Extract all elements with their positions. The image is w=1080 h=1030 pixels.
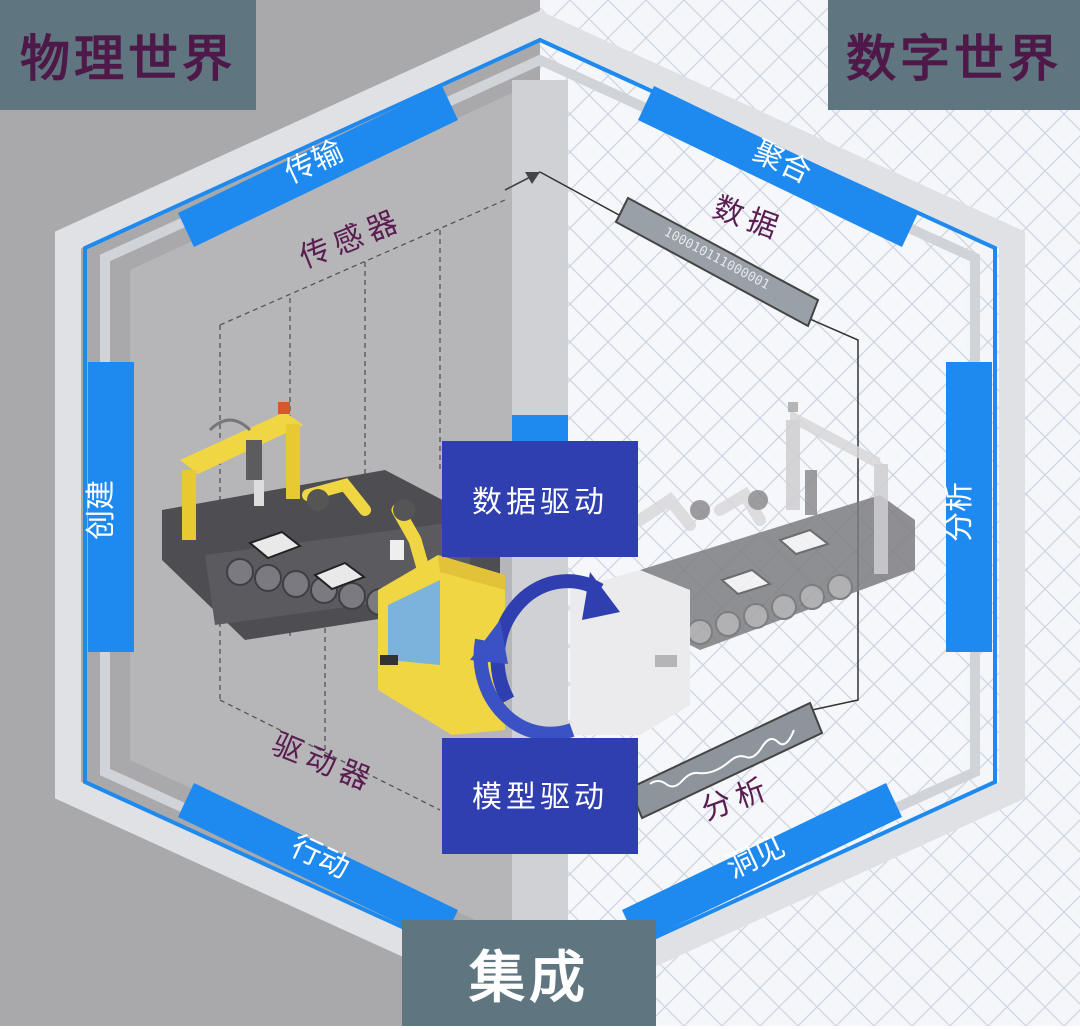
integration-title: 集成 [402,920,656,1026]
edge-bar-create: 创建 [84,362,134,652]
arrow-head-icon [525,172,540,184]
model-driven-box: 模型驱动 [442,738,638,854]
digital-conveyor [640,495,915,650]
edge-bar-analyze: 分析 [942,362,992,652]
digital-robot-arm [634,486,768,531]
data-driven-box: 数据驱动 [442,441,638,557]
model-driven-label: 模型驱动 [472,780,608,815]
central-divider-accent [512,415,568,445]
digital-robot-gantry [786,402,888,574]
edge-bar-action: 行动 [178,783,458,944]
data-driven-label: 数据驱动 [472,485,608,520]
cycle-arrows-icon [470,572,620,741]
yellow-machine [378,555,505,735]
yellow-robot-arm [302,478,432,582]
yellow-robot-gantry [180,402,303,540]
digital-world-title: 数字世界 [828,0,1080,110]
edge-label-create: 创建 [84,480,119,540]
waveform-icon [649,729,795,788]
physical-world-title: 物理世界 [0,0,256,110]
edge-label-analyze: 分析 [942,482,977,542]
